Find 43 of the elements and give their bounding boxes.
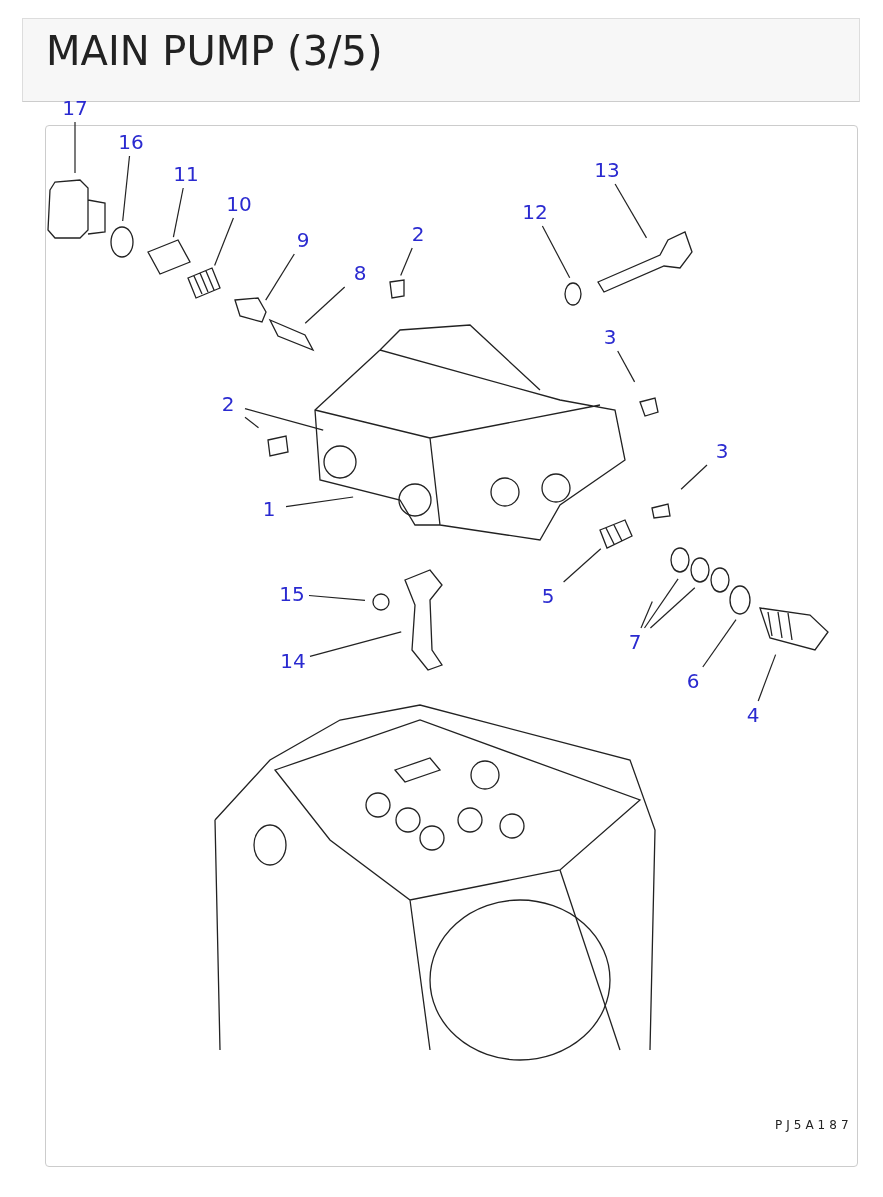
- leader-line: [680, 464, 708, 490]
- leader-line: [74, 121, 76, 174]
- callout-number: 11: [171, 162, 201, 186]
- leader-line: [122, 155, 131, 222]
- leader-line: [308, 594, 366, 601]
- leader-line: [172, 187, 184, 238]
- callout-number: 7: [620, 630, 650, 654]
- leader-line: [757, 654, 777, 702]
- callout-number: 5: [533, 584, 563, 608]
- leader-line: [304, 286, 346, 324]
- leader-line: [285, 496, 354, 508]
- leader-line: [244, 416, 260, 429]
- callout-number: 13: [592, 158, 622, 182]
- callout-number: 8: [345, 261, 375, 285]
- leader-line: [702, 619, 737, 668]
- callout-number: 16: [116, 130, 146, 154]
- callout-number: 3: [707, 439, 737, 463]
- leader-line: [649, 587, 696, 629]
- leader-line: [541, 225, 571, 279]
- callout-number: 4: [738, 703, 768, 727]
- callout-number: 12: [520, 200, 550, 224]
- leader-line: [244, 408, 324, 431]
- leader-line: [214, 217, 234, 267]
- leader-line: [265, 253, 295, 301]
- drawing-number: PJ5A187: [775, 1118, 853, 1132]
- callout-number: 15: [277, 582, 307, 606]
- callout-number: 6: [678, 669, 708, 693]
- leader-line: [309, 631, 402, 657]
- leader-line: [643, 578, 679, 629]
- callout-number: 2: [403, 222, 433, 246]
- leader-line: [563, 548, 602, 583]
- leader-line: [614, 183, 648, 239]
- callout-number: 14: [278, 649, 308, 673]
- callout-number: 9: [288, 228, 318, 252]
- leader-line: [400, 247, 413, 277]
- callout-number: 2: [213, 392, 243, 416]
- callout-number: 1: [254, 497, 284, 521]
- page-title: MAIN PUMP (3/5): [46, 28, 383, 74]
- leader-line: [640, 600, 653, 629]
- callout-number: 10: [224, 192, 254, 216]
- callout-number: 17: [60, 96, 90, 120]
- callout-number: 3: [595, 325, 625, 349]
- leader-line: [617, 350, 636, 383]
